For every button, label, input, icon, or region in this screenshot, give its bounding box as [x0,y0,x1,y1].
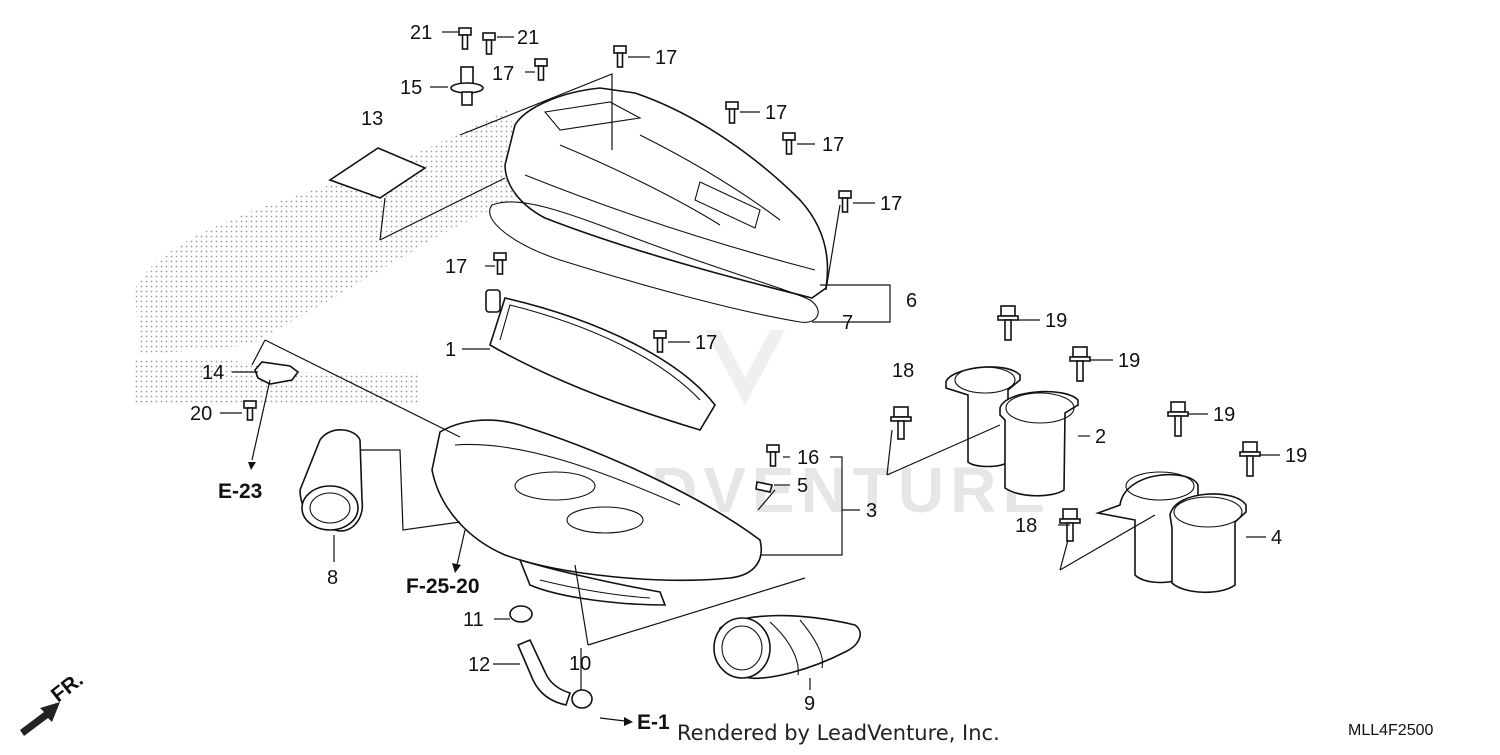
callout: 14 [202,362,224,384]
callout: 17 [765,102,787,124]
bolts [243,27,852,467]
part-13-pad [328,147,427,199]
ref-label-e23: E-23 [218,480,262,503]
leader-lines [220,31,1280,690]
flange-bolts [890,305,1261,542]
callout: 17 [695,332,717,354]
callout: 5 [797,475,808,497]
callout: 8 [327,567,338,589]
watermark-logo [705,330,785,405]
part-9-funnel [713,614,861,680]
callout: 4 [1271,527,1282,549]
render-credit: Rendered by LeadVenture, Inc. [677,721,1000,745]
callout: 7 [842,312,853,334]
callout: 17 [822,134,844,156]
callout: 12 [468,654,490,676]
part-2-funnels [945,366,1079,497]
part-12-hose [516,638,572,706]
callout: 15 [400,77,422,99]
callout: 1 [445,339,456,361]
callout-numbers: 21 21 17 15 17 13 17 17 17 17 6 7 1 17 1… [190,22,1307,715]
callout: 18 [892,360,914,382]
part-8-duct [299,429,364,532]
part-14-sensor [254,361,300,385]
drawing-code: MLL4F2500 [1348,722,1433,739]
callout: 3 [866,500,877,522]
part-7-seal [489,201,819,323]
callout: 9 [804,693,815,715]
part-15-grommet [450,66,484,106]
callout: 17 [880,193,902,215]
callout: 19 [1213,404,1235,426]
callout: 11 [463,609,484,631]
callout: 21 [517,27,539,49]
callout: 20 [190,403,212,425]
ref-label-e1: E-1 [637,711,670,734]
callout: 17 [655,47,677,69]
callout: 2 [1095,426,1106,448]
callout: 16 [797,447,819,469]
part-10-oring [571,689,593,709]
part-4-funnels [1094,471,1247,594]
front-direction-arrow: FR. [20,668,88,736]
callout: 19 [1045,310,1067,332]
callout: 18 [1015,515,1037,537]
callout: 10 [569,653,591,675]
direction-label: FR. [47,668,88,707]
part-11-oring [509,605,533,623]
callout: 17 [445,256,467,278]
ref-label-f2520: F-25-20 [406,575,480,598]
callout: 19 [1118,350,1140,372]
callout: 21 [410,22,432,44]
reference-arrows [248,379,633,726]
callout: 17 [492,63,514,85]
callout: 19 [1285,445,1307,467]
callout: 6 [906,290,917,312]
callout: 13 [361,108,383,130]
part-3-case [431,419,762,606]
part-1-filter [485,289,716,431]
part-5-clip [755,481,774,493]
